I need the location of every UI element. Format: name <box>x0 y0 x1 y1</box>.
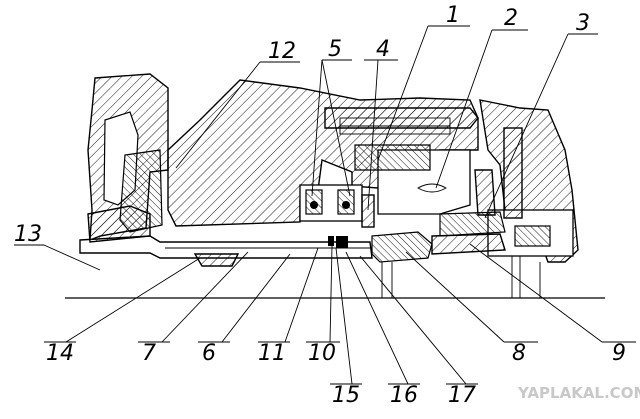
callout-3: 3 <box>576 11 590 36</box>
callout-11: 11 <box>258 341 286 366</box>
seal-block-9 <box>431 233 506 255</box>
shaft-sleeve <box>79 235 373 259</box>
sleeve-1 <box>354 144 431 171</box>
callout-16: 16 <box>390 383 418 408</box>
leader-lines <box>14 25 636 385</box>
callout-15: 15 <box>332 383 360 408</box>
watermark-text: YAPLAKAL.COM <box>517 384 640 402</box>
lower-support <box>381 256 541 298</box>
seal-assembly-3b <box>474 169 496 216</box>
callout-2: 2 <box>504 6 518 31</box>
callout-9: 9 <box>612 341 626 366</box>
callout-13: 13 <box>14 222 42 247</box>
seal-detail-15 <box>328 236 334 246</box>
callout-8: 8 <box>512 341 526 366</box>
callout-1: 1 <box>446 3 460 28</box>
callout-4: 4 <box>376 37 390 62</box>
callout-5: 5 <box>328 37 342 62</box>
seal-detail-16 <box>336 236 348 248</box>
callout-6: 6 <box>202 341 216 366</box>
seal-block-8 <box>371 231 433 263</box>
block-2-slot <box>417 183 447 193</box>
part-4 <box>361 194 375 228</box>
bolt-2 <box>503 127 523 219</box>
callout-14: 14 <box>46 341 74 366</box>
collar-14 <box>193 253 240 267</box>
callout-12: 12 <box>268 39 296 64</box>
callout-10: 10 <box>308 341 336 366</box>
callout-17: 17 <box>448 383 476 408</box>
right-flange-inner <box>514 225 551 247</box>
bearing-ball-a <box>310 201 318 209</box>
callout-7: 7 <box>142 341 156 366</box>
bearing-ball-b <box>342 201 350 209</box>
coupling-left <box>87 205 151 243</box>
